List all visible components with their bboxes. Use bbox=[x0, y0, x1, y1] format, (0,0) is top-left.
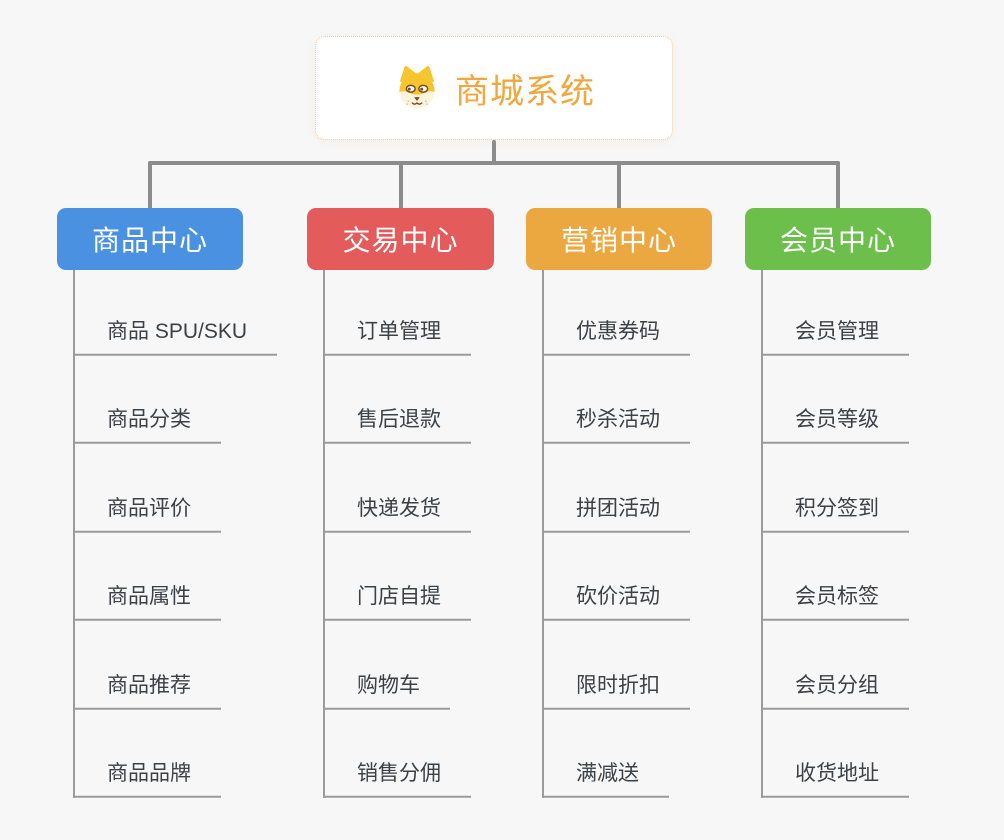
drop-connector-0 bbox=[148, 161, 152, 210]
branch-spine-line bbox=[761, 270, 763, 798]
leaf-node[interactable]: 售后退款 bbox=[323, 407, 471, 444]
branch-node-2[interactable]: 交易中心 bbox=[307, 208, 494, 270]
leaf-node[interactable]: 砍价活动 bbox=[542, 584, 690, 621]
root-title: 商城系统 bbox=[455, 72, 595, 111]
root-node[interactable]: 商城系统 bbox=[315, 36, 673, 140]
leaf-node[interactable]: 订单管理 bbox=[323, 319, 471, 356]
leaf-node[interactable]: 限时折扣 bbox=[542, 673, 690, 710]
bus-connector bbox=[148, 161, 840, 165]
branch-spine-line bbox=[542, 270, 544, 798]
leaf-node[interactable]: 商品属性 bbox=[73, 584, 221, 621]
leaf-node[interactable]: 满减送 bbox=[542, 761, 669, 798]
branch-node-3[interactable]: 营销中心 bbox=[526, 208, 712, 270]
shiba-dog-icon bbox=[399, 66, 435, 109]
leaf-node[interactable]: 积分签到 bbox=[761, 496, 909, 533]
branch-spine-line bbox=[323, 270, 325, 798]
leaf-node[interactable]: 购物车 bbox=[323, 673, 450, 710]
leaf-node[interactable]: 会员等级 bbox=[761, 407, 909, 444]
branch-spine-line bbox=[73, 270, 75, 798]
drop-connector-3 bbox=[836, 161, 840, 210]
leaf-node[interactable]: 会员分组 bbox=[761, 673, 909, 710]
branch-node-4[interactable]: 会员中心 bbox=[745, 208, 931, 270]
leaf-node[interactable]: 销售分佣 bbox=[323, 761, 471, 798]
drop-connector-1 bbox=[398, 161, 403, 210]
leaf-node[interactable]: 会员管理 bbox=[761, 319, 909, 356]
branch-node-1[interactable]: 商品中心 bbox=[57, 208, 243, 270]
leaf-node[interactable]: 商品 SPU/SKU bbox=[73, 319, 278, 356]
leaf-node[interactable]: 商品品牌 bbox=[73, 761, 221, 798]
leaf-node[interactable]: 拼团活动 bbox=[542, 496, 690, 533]
leaf-node[interactable]: 商品分类 bbox=[73, 407, 221, 444]
drop-connector-2 bbox=[617, 161, 621, 210]
leaf-node[interactable]: 收货地址 bbox=[761, 761, 909, 798]
leaf-node[interactable]: 优惠券码 bbox=[542, 319, 690, 356]
leaf-node[interactable]: 秒杀活动 bbox=[542, 407, 690, 444]
leaf-node[interactable]: 商品推荐 bbox=[73, 673, 221, 710]
leaf-node[interactable]: 会员标签 bbox=[761, 584, 909, 621]
leaf-node[interactable]: 商品评价 bbox=[73, 496, 221, 533]
leaf-node[interactable]: 快递发货 bbox=[323, 496, 471, 533]
leaf-node[interactable]: 门店自提 bbox=[323, 584, 471, 621]
root-stem-connector bbox=[492, 140, 496, 165]
